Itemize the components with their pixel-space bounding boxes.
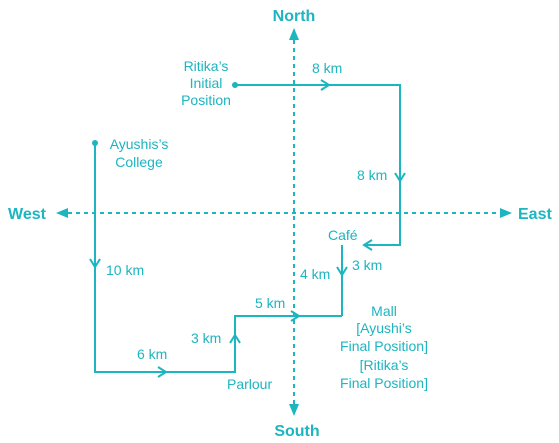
compass-axes [56, 28, 512, 416]
ritika-route-line [235, 84, 401, 246]
east-arrowhead [500, 208, 512, 218]
parlour-north-distance: 3 km [191, 330, 221, 346]
mall-line-2: [Ayushi’s [356, 320, 412, 336]
ayushi-south-distance: 10 km [106, 262, 144, 278]
ritika-south-2-distance: 3 km [352, 257, 382, 273]
cafe-label: Café [328, 227, 358, 243]
parlour-label: Parlour [227, 376, 272, 392]
mall-label: Mall [Ayushi’s Final Position] [Ritika’s… [340, 303, 428, 391]
ayushi-college-label: Ayushis’s College [110, 136, 169, 170]
north-arrowhead [289, 28, 299, 40]
ritika-west-arrow [362, 239, 373, 251]
ayushi-south-arrow [89, 258, 101, 269]
ritika-start-label: Ritika’s Initial Position [181, 58, 231, 108]
parlour-east-arrow [290, 310, 301, 322]
north-label: North [273, 8, 316, 25]
ritika-east-distance: 8 km [312, 60, 342, 76]
ayushi-route-line [94, 143, 342, 373]
ritika-start-line-1: Ritika’s [184, 58, 229, 74]
cafe-to-mall-distance: 4 km [300, 266, 330, 282]
mall-line-1: Mall [371, 303, 397, 319]
south-arrowhead [289, 404, 299, 416]
west-label: West [8, 206, 47, 223]
mall-line-3: Final Position] [340, 338, 428, 354]
ayushi-college-line-2: College [115, 154, 163, 170]
south-label: South [274, 423, 319, 440]
cafe-to-mall-arrow [336, 266, 348, 277]
ayushi-path [89, 140, 342, 378]
ritika-south-distance: 8 km [357, 167, 387, 183]
mall-line-5: Final Position] [340, 375, 428, 391]
ritika-start-line-3: Position [181, 92, 231, 108]
ayushi-east-distance: 6 km [137, 346, 167, 362]
ritika-path [232, 79, 406, 316]
mall-line-4: [Ritika’s [360, 357, 409, 373]
parlour-north-arrow [229, 333, 241, 344]
east-label: East [518, 206, 552, 223]
ritika-east-arrow [320, 79, 331, 91]
ritika-south-arrow [394, 172, 406, 183]
west-arrowhead [56, 208, 68, 218]
ayushi-east-arrow [157, 366, 168, 378]
parlour-east-distance: 5 km [255, 295, 285, 311]
ayushi-college-line-1: Ayushis’s [110, 136, 169, 152]
ritika-start-line-2: Initial [190, 75, 223, 91]
